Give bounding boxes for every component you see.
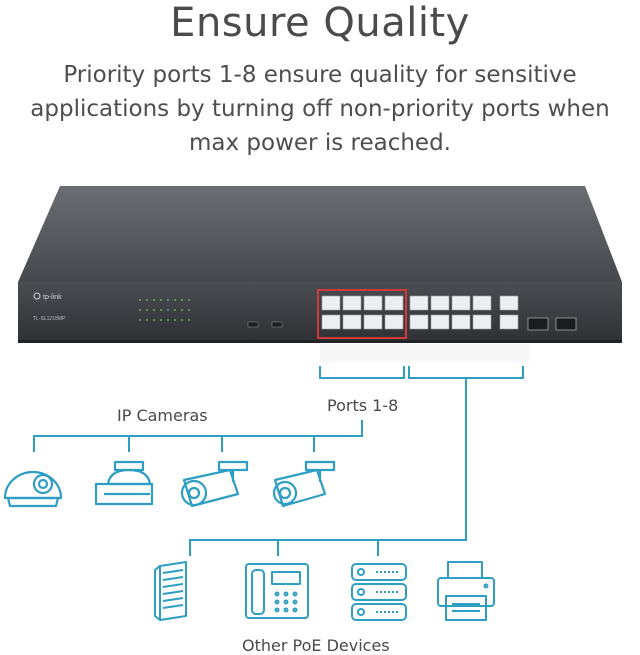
page-title: Ensure Quality: [170, 0, 470, 46]
network-switch: tp-link TL-SL1218MP: [18, 186, 622, 362]
printer-icon: [437, 561, 495, 621]
priority-ports-frame: [317, 289, 407, 339]
ip-phone-icon: [245, 563, 309, 619]
access-point-icon: [154, 561, 187, 621]
ports-group-label: Ports 1-8: [327, 396, 399, 415]
other-devices-label: Other PoE Devices: [242, 636, 390, 655]
status-leds: [139, 299, 190, 321]
brand-logo: tp-link: [33, 292, 62, 301]
page-description: Priority ports 1-8 ensure quality for se…: [30, 62, 610, 156]
bullet-camera-icon: [180, 460, 249, 508]
priority-ports: [321, 295, 404, 330]
bullet-camera-icon: [272, 460, 336, 508]
speed-dome-camera-icon: [94, 460, 154, 506]
dome-camera-icon: [3, 470, 63, 508]
model-text: TL-SL1218MP: [33, 316, 66, 322]
other-poe-devices: [154, 561, 495, 621]
connection-lines: [33, 366, 524, 556]
server-icon: [351, 563, 407, 621]
sfp-slots: [527, 317, 577, 331]
brand-text: tp-link: [43, 294, 62, 301]
ip-cameras: [3, 460, 336, 508]
switch-top-panel: [18, 186, 622, 282]
switch-front-panel: [18, 282, 622, 342]
standard-ports: [409, 295, 492, 330]
ip-cameras-label: IP Cameras: [117, 406, 208, 425]
uplink-ports: [499, 295, 519, 330]
mode-switches: [247, 321, 283, 328]
